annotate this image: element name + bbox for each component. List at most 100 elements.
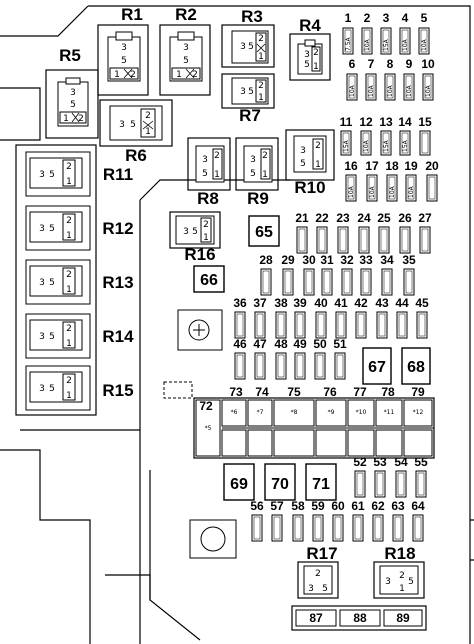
fuse-label-44: 44 [395, 296, 409, 310]
fuse-label-39: 39 [293, 296, 307, 310]
fuse-label-37: 37 [253, 296, 267, 310]
fuse-label-51: 51 [333, 337, 347, 351]
r3-pin-1: 1 [258, 52, 264, 62]
fuse-label-43: 43 [375, 296, 389, 310]
fuse-45-element [418, 313, 426, 337]
fuse-41-element [337, 313, 345, 337]
fuse-28 [260, 268, 272, 296]
fuse-55 [415, 470, 427, 498]
r13-pin-1: 1 [66, 285, 72, 295]
relay-label-r10: R10 [294, 178, 325, 197]
r12-pin-3: 3 [39, 224, 45, 234]
fuse-label-14: 14 [398, 115, 412, 129]
fuse-label-61: 61 [351, 499, 365, 513]
relay-label-r5: R5 [59, 46, 81, 65]
relay-r2: 3 5 1 2 [159, 24, 211, 96]
fuse-30-element [305, 270, 313, 294]
r2-pin-5: 5 [183, 56, 189, 66]
fuse-label-34: 34 [380, 253, 394, 267]
fuse-52 [354, 470, 366, 498]
r8-pin-1: 1 [214, 170, 220, 180]
fuse-3-rating: 15A [383, 38, 390, 51]
fuse-6 [346, 73, 358, 101]
fuse-7-rating: 10A [368, 84, 375, 97]
fuse-57-element [273, 516, 281, 540]
fuse-7 [365, 73, 377, 101]
mounting-screw [177, 309, 223, 351]
r11-pin-5: 5 [49, 170, 55, 180]
fuse-27 [419, 226, 431, 254]
fuse-55-element [417, 472, 425, 496]
fuse-2-element [363, 29, 371, 53]
fuse-label-56: 56 [250, 499, 264, 513]
fuse-52-element [356, 472, 364, 496]
fusible-link-label-76: 76 [323, 385, 337, 399]
fuse-5-rating: 10A [421, 38, 428, 51]
fuse-22 [316, 226, 328, 254]
fusible-link-slot-8: *8 [291, 409, 298, 416]
fuse-63 [392, 514, 404, 542]
fuse-label-21: 21 [295, 211, 309, 225]
fuse-label-12: 12 [359, 115, 373, 129]
r1-pin-5: 5 [121, 56, 127, 66]
fuse-label-55: 55 [414, 455, 428, 469]
relay-label-r18: R18 [384, 544, 415, 563]
r4-pin-2: 2 [313, 48, 319, 58]
r9-pin-1: 1 [262, 170, 268, 180]
relay-label-r15: R15 [102, 381, 133, 400]
fuse-37 [254, 311, 266, 339]
fusible-link-label-74: 74 [255, 385, 269, 399]
block-fuse-69-label: 69 [230, 476, 248, 493]
fuse-18-rating: 10A [389, 185, 396, 198]
block-fuse-66-label: 66 [200, 272, 218, 289]
fuse-label-41: 41 [334, 296, 348, 310]
r17-pin-2: 2 [315, 569, 321, 579]
r11-pin-3: 3 [39, 170, 45, 180]
fuse-11-element [342, 132, 350, 154]
relay-r14: 3 5 2 1 [25, 313, 91, 359]
fuse-label-27: 27 [418, 211, 432, 225]
fuse-label-17: 17 [365, 159, 379, 173]
fuse-19-element [407, 176, 415, 200]
fuse-8-element [386, 75, 394, 99]
r9-pin-2: 2 [262, 151, 268, 161]
mounting-hole [189, 519, 237, 559]
r4-pin-3: 3 [304, 50, 310, 60]
fuse-label-28: 28 [259, 253, 273, 267]
fusible-link-slot-11: *11 [384, 409, 395, 416]
fuse-50-element [316, 354, 324, 378]
r4-pin-5: 5 [304, 60, 310, 70]
r13-pin-2: 2 [66, 270, 72, 280]
fuse-38 [275, 311, 287, 339]
r15-pin-1: 1 [66, 391, 72, 401]
r9-pin-3: 3 [250, 155, 256, 165]
fuse-26 [399, 226, 411, 254]
fuse-label-9: 9 [406, 57, 413, 71]
block-fuse-65-label: 65 [255, 224, 273, 241]
fuse-45 [416, 311, 428, 339]
fuse-35-element [405, 270, 413, 294]
fuse-19 [405, 174, 417, 202]
relay-label-r7: R7 [239, 106, 261, 125]
slot-88: 88 [353, 611, 367, 625]
fuse-label-6: 6 [349, 57, 356, 71]
fuse-23-element [339, 228, 347, 252]
fusible-link-label-75: 75 [287, 385, 301, 399]
fuse-44 [396, 311, 408, 339]
block-fuse-70: 70 [264, 463, 296, 501]
fuse-12-rating: 10A [363, 139, 370, 152]
fuse-2-rating: 10A [364, 38, 371, 51]
relay-r4: 3 5 2 1 [289, 33, 331, 81]
fuse-label-42: 42 [354, 296, 368, 310]
fuse-label-64: 64 [411, 499, 425, 513]
r10-pin-3: 3 [300, 146, 306, 156]
fuse-8 [384, 73, 396, 101]
relay-label-r11: R11 [103, 165, 133, 184]
small-fuse-group: 17.5A210A315A410A510A610A710A810A910A101… [233, 11, 439, 542]
r14-pin-3: 3 [39, 332, 45, 342]
fuse-12-element [362, 132, 370, 154]
fuse-61 [352, 514, 364, 542]
fuse-1 [342, 27, 354, 55]
fuse-36 [234, 311, 246, 339]
fuse-43 [376, 311, 388, 339]
